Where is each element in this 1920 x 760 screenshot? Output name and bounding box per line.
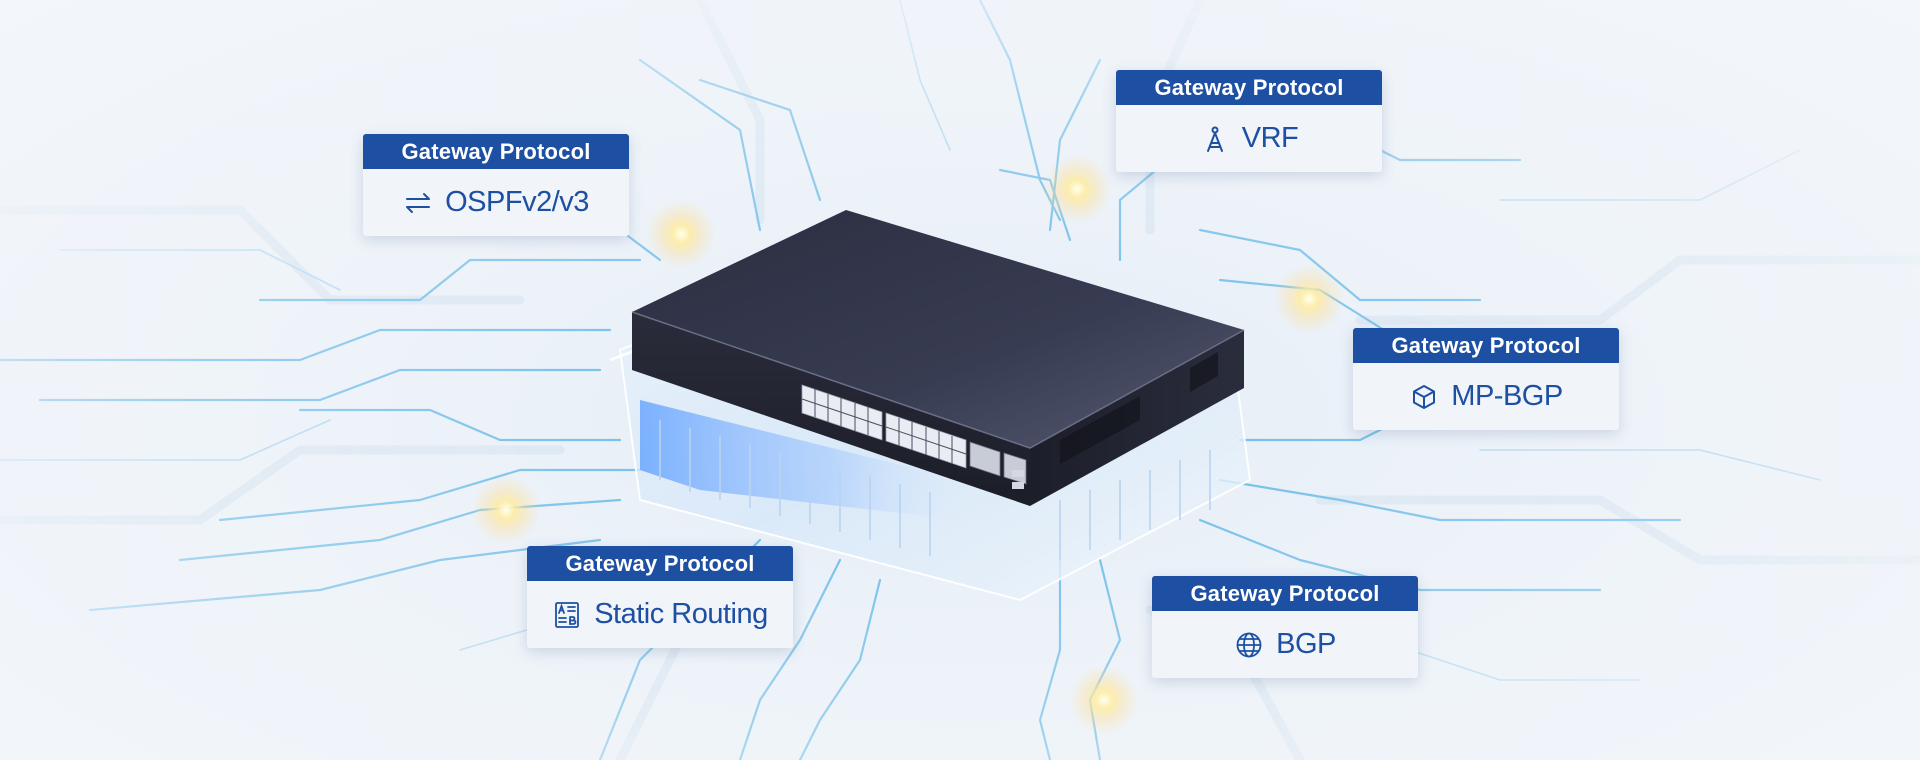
card-label: BGP [1276, 628, 1336, 660]
card-label: OSPFv2/v3 [445, 186, 589, 218]
protocol-card-vrf: Gateway Protocol VRF [1116, 70, 1382, 172]
glow-node [1274, 264, 1344, 334]
glow-node [471, 475, 541, 545]
routing-table-icon [552, 600, 582, 630]
antenna-tower-icon [1200, 124, 1230, 154]
protocol-card-ospf: Gateway Protocol OSPFv2/v3 [363, 134, 629, 236]
glow-node [646, 199, 716, 269]
card-header: Gateway Protocol [363, 134, 629, 169]
card-label: MP-BGP [1451, 380, 1563, 412]
globe-icon [1234, 630, 1264, 660]
card-header: Gateway Protocol [527, 546, 793, 581]
arrows-exchange-icon [403, 188, 433, 218]
card-header: Gateway Protocol [1353, 328, 1619, 363]
glow-node [1069, 665, 1139, 735]
card-header: Gateway Protocol [1116, 70, 1382, 105]
protocol-card-mp-bgp: Gateway Protocol MP-BGP [1353, 328, 1619, 430]
protocol-card-bgp: Gateway Protocol BGP [1152, 576, 1418, 678]
card-label: Static Routing [594, 598, 768, 630]
glow-node [1042, 154, 1112, 224]
card-header: Gateway Protocol [1152, 576, 1418, 611]
protocol-card-static-routing: Gateway Protocol Static Routing [527, 546, 793, 648]
cube-icon [1409, 382, 1439, 412]
card-label: VRF [1241, 122, 1299, 154]
